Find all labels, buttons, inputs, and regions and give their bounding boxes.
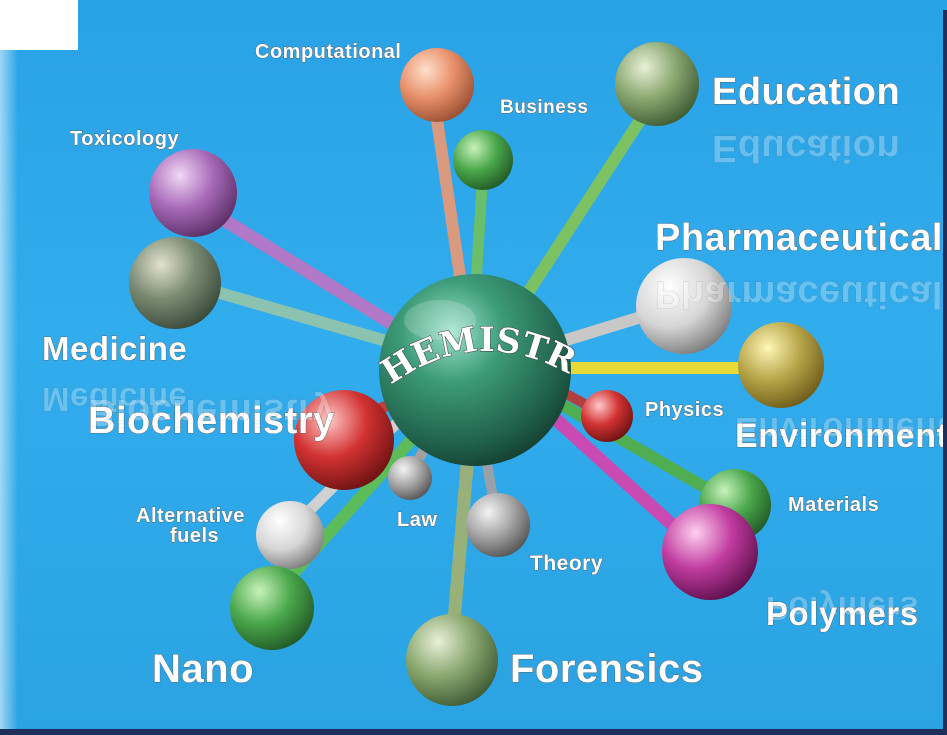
sphere-education (615, 42, 699, 126)
sphere-computational (400, 48, 474, 122)
sphere-law (388, 456, 432, 500)
labels: Computational Business Education Educati… (42, 41, 947, 692)
sphere-toxicology (149, 149, 237, 237)
sphere-nano (230, 566, 314, 650)
label-alternative-fuels-line2: fuels (170, 525, 219, 547)
label-theory: Theory (530, 552, 603, 575)
sphere-medicine (129, 237, 221, 329)
label-medicine-reflection: Medicine (42, 381, 187, 418)
label-physics: Physics (645, 399, 724, 421)
bond-nano (264, 424, 426, 606)
label-materials: Materials (788, 494, 879, 516)
bond-materials (539, 389, 741, 511)
sphere-biochemistry (294, 390, 394, 490)
sphere-business (453, 130, 513, 190)
bond-education (514, 99, 656, 311)
sphere-pharmaceutical (636, 258, 732, 354)
white-corner (0, 0, 78, 50)
label-toxicology: Toxicology (70, 128, 179, 150)
label-pharmaceutical-reflection: Pharmaceutical (655, 273, 943, 315)
left-edge-shadow (0, 50, 18, 735)
bond-forensics (445, 423, 477, 652)
label-biochemistry-reflection: Biochemistry (88, 391, 335, 433)
center-sphere (379, 274, 571, 466)
sphere-polymers (662, 504, 758, 600)
label-education: Education (712, 71, 900, 113)
label-medicine: Medicine (42, 330, 187, 367)
bottom-border (0, 729, 947, 735)
label-nano: Nano (152, 647, 254, 691)
label-business: Business (500, 97, 588, 118)
right-border (943, 10, 947, 735)
center-highlight (404, 300, 476, 340)
label-environmental: Environmental (735, 417, 947, 455)
label-education-reflection: Education (712, 127, 900, 169)
sphere-alternative-fuels (256, 501, 324, 569)
label-biochemistry: Biochemistry (88, 400, 335, 442)
label-forensics: Forensics (510, 647, 703, 691)
label-polymers: Polymers (766, 595, 919, 632)
sphere-forensics (406, 614, 498, 706)
bond-toxicology (193, 198, 417, 342)
sphere-environmental (738, 322, 824, 408)
label-law: Law (397, 509, 437, 531)
sphere-physics (581, 390, 633, 442)
label-environmental-reflection: Environmental (735, 410, 947, 448)
label-computational: Computational (255, 41, 402, 63)
label-alternative-fuels-line1: Alternative (136, 505, 245, 527)
sphere-theory (466, 493, 530, 557)
spheres (129, 42, 824, 706)
label-pharmaceutical: Pharmaceutical (655, 217, 943, 259)
label-polymers-reflection: Polymers (766, 590, 919, 627)
